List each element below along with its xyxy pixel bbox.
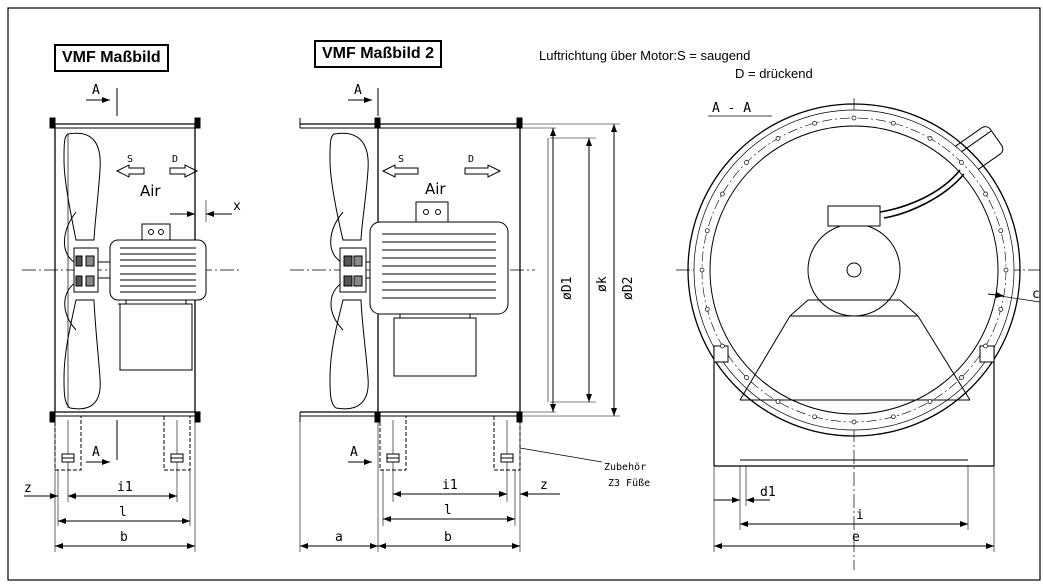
view3-dim-e: e <box>852 530 860 545</box>
bolt-hole <box>890 120 896 126</box>
view2-dim-b: b <box>444 530 452 545</box>
bolt-hole <box>812 120 818 126</box>
view1-section-mark-top: A <box>92 83 100 98</box>
bolt-hole <box>851 419 857 425</box>
bolt-hole <box>983 191 988 197</box>
bolt-hole <box>983 343 988 349</box>
bolt-hole <box>890 414 896 420</box>
view1-flow-s-label: S <box>127 154 133 165</box>
view3-dim-c: c <box>1032 287 1040 302</box>
view1-dim-i1: i1 <box>117 480 133 495</box>
view3-labels: A - A c d1 i e <box>708 101 1040 545</box>
bolt-hole <box>704 306 710 312</box>
view2-flow-d-label: D <box>468 154 474 165</box>
bolt-hole <box>959 160 964 165</box>
view2-section-mark-bottom: A <box>350 445 358 460</box>
airflow-legend-line2: D = drückend <box>735 66 813 81</box>
bolt-hole <box>851 115 857 121</box>
bolt-hole <box>812 414 818 420</box>
view2-accessory-line2: Z3 Füße <box>608 478 650 489</box>
view1-dim-l: l <box>119 505 127 520</box>
view1-section-mark-bottom: A <box>92 445 100 460</box>
bolt-hole <box>704 228 710 234</box>
view2-dim-l: l <box>444 503 452 518</box>
view2-dim-z: z <box>540 478 548 493</box>
airflow-legend-line1: Luftrichtung über Motor:S = saugend <box>539 48 751 63</box>
view3-section-view <box>676 98 1041 570</box>
view2-dim-k: øk <box>595 276 610 292</box>
view3-dim-i: i <box>856 508 864 523</box>
view2-side-view <box>290 88 620 552</box>
bolt-hole <box>720 343 725 349</box>
view1-flow-d-label: D <box>172 154 178 165</box>
view1-dim-z: z <box>24 481 32 496</box>
sheet-frame <box>7 7 1041 581</box>
view2-dim-i1: i1 <box>442 478 458 493</box>
bolt-hole <box>699 267 705 273</box>
view2-section-mark-top: A <box>354 83 362 98</box>
bolt-hole <box>775 136 781 141</box>
view2-dim-d2: øD2 <box>621 277 636 300</box>
view1-dim-x: x <box>233 199 241 214</box>
view1-dim-b: b <box>120 530 128 545</box>
view2-title: VMF Maßbild 2 <box>314 40 442 68</box>
view2-dim-d1: øD1 <box>560 277 575 300</box>
view2-flow-s-label: S <box>398 154 404 165</box>
bolt-hole <box>998 306 1004 312</box>
view2-dim-a: a <box>335 530 343 545</box>
bolt-hole <box>744 160 749 165</box>
bolt-hole <box>927 136 933 141</box>
view1-title: VMF Maßbild <box>54 44 169 72</box>
bolt-hole <box>959 375 964 380</box>
view3-dim-d1: d1 <box>760 485 776 500</box>
bolt-hole <box>998 228 1004 234</box>
view1-labels: A A S D Air x z i1 l b <box>24 83 241 545</box>
bolt-hole <box>927 399 933 404</box>
view1-air-label: Air <box>140 182 161 200</box>
view3-bolt-holes <box>699 115 1009 425</box>
view3-section-label: A - A <box>712 101 751 116</box>
view2-labels: A A S D Air øD1 øk øD2 Zubehör Z3 Füße z… <box>335 83 650 545</box>
view1-side-view <box>22 88 240 552</box>
bolt-hole <box>744 375 749 380</box>
bolt-hole <box>1003 267 1009 273</box>
view2-accessory-line1: Zubehör <box>604 462 646 473</box>
bolt-hole <box>775 399 781 404</box>
view2-air-label: Air <box>425 180 446 198</box>
bolt-hole <box>720 191 725 197</box>
